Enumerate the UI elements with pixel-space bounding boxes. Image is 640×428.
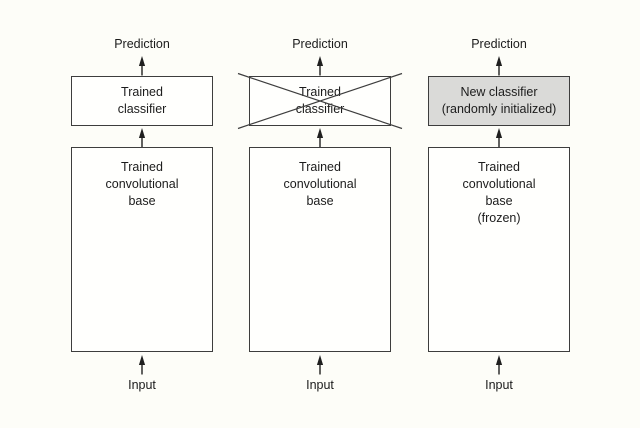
arrow-up-icon — [495, 355, 503, 375]
input-label: Input — [128, 378, 156, 392]
conv-base-box: Trained convolutional base — [249, 147, 391, 352]
prediction-label: Prediction — [471, 37, 527, 51]
classifier-line: Trained — [121, 85, 163, 99]
input-label: Input — [306, 378, 334, 392]
base-line: Trained — [299, 160, 341, 174]
base-line: Trained — [478, 160, 520, 174]
new-classifier-box: New classifier (randomly initialized) — [428, 76, 570, 126]
conv-base-box: Trained convolutional base — [71, 147, 213, 352]
base-line: Trained — [121, 160, 163, 174]
classifier-line: Trained — [299, 85, 341, 99]
base-line: base — [485, 194, 513, 208]
arrow-up-icon — [138, 128, 146, 148]
classifier-line: classifier — [295, 102, 345, 116]
arrow-up-icon — [316, 56, 324, 76]
base-line: base — [128, 194, 156, 208]
base-line: convolutional — [105, 177, 179, 191]
base-line: convolutional — [283, 177, 357, 191]
classifier-line: (randomly initialized) — [441, 102, 557, 116]
arrow-up-icon — [316, 128, 324, 148]
prediction-label: Prediction — [114, 37, 170, 51]
column-new-classifier: Prediction New classifier (randomly init… — [428, 0, 570, 428]
input-label: Input — [485, 378, 513, 392]
column-discarded-classifier: Prediction Trained classifier Trained co… — [237, 0, 403, 428]
base-line: (frozen) — [477, 211, 521, 225]
classifier-line: New classifier — [460, 85, 538, 99]
arrow-up-icon — [316, 355, 324, 375]
prediction-label: Prediction — [292, 37, 348, 51]
base-line: convolutional — [462, 177, 536, 191]
conv-base-frozen-box: Trained convolutional base (frozen) — [428, 147, 570, 352]
arrow-up-icon — [495, 56, 503, 76]
base-line: base — [306, 194, 334, 208]
arrow-up-icon — [138, 56, 146, 76]
trained-classifier-box: Trained classifier — [71, 76, 213, 126]
arrow-up-icon — [138, 355, 146, 375]
classifier-line: classifier — [117, 102, 167, 116]
column-trained-classifier: Prediction Trained classifier Trained co… — [71, 0, 213, 428]
crossed-out-classifier-box: Trained classifier — [237, 72, 403, 130]
arrow-up-icon — [495, 128, 503, 148]
